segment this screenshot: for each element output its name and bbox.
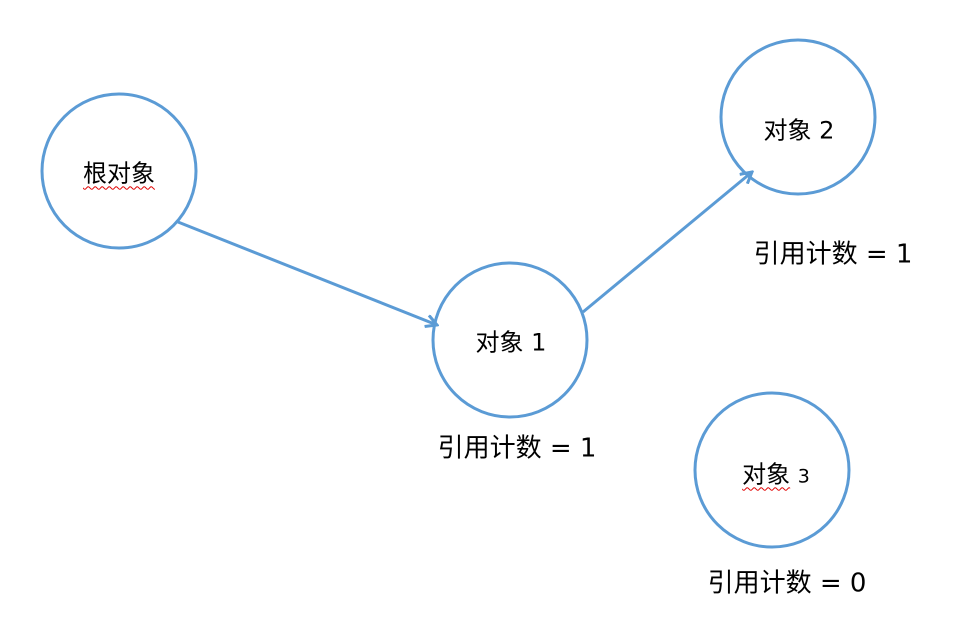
object-1-label: 对象 1: [475, 328, 547, 357]
object-2-node: [719, 38, 877, 196]
object-1-node: [431, 261, 589, 419]
object-2-refcount: 引用计数 = 1: [753, 239, 913, 270]
object-3-refcount: 引用计数 = 0: [707, 568, 867, 599]
root-node-label: 根对象: [83, 159, 155, 188]
object-3-label-main: 对象: [742, 460, 791, 489]
object-3-node: [693, 391, 851, 549]
object-3-label: 对象 3: [742, 455, 810, 490]
object-3-label-num: 3: [797, 465, 810, 488]
root-node: [40, 92, 198, 250]
edge-root-to-object-1: [177, 220, 437, 325]
object-2-label: 对象 2: [763, 116, 835, 145]
edge-object-1-to-object-2: [582, 172, 752, 314]
object-1-refcount: 引用计数 = 1: [437, 433, 597, 464]
